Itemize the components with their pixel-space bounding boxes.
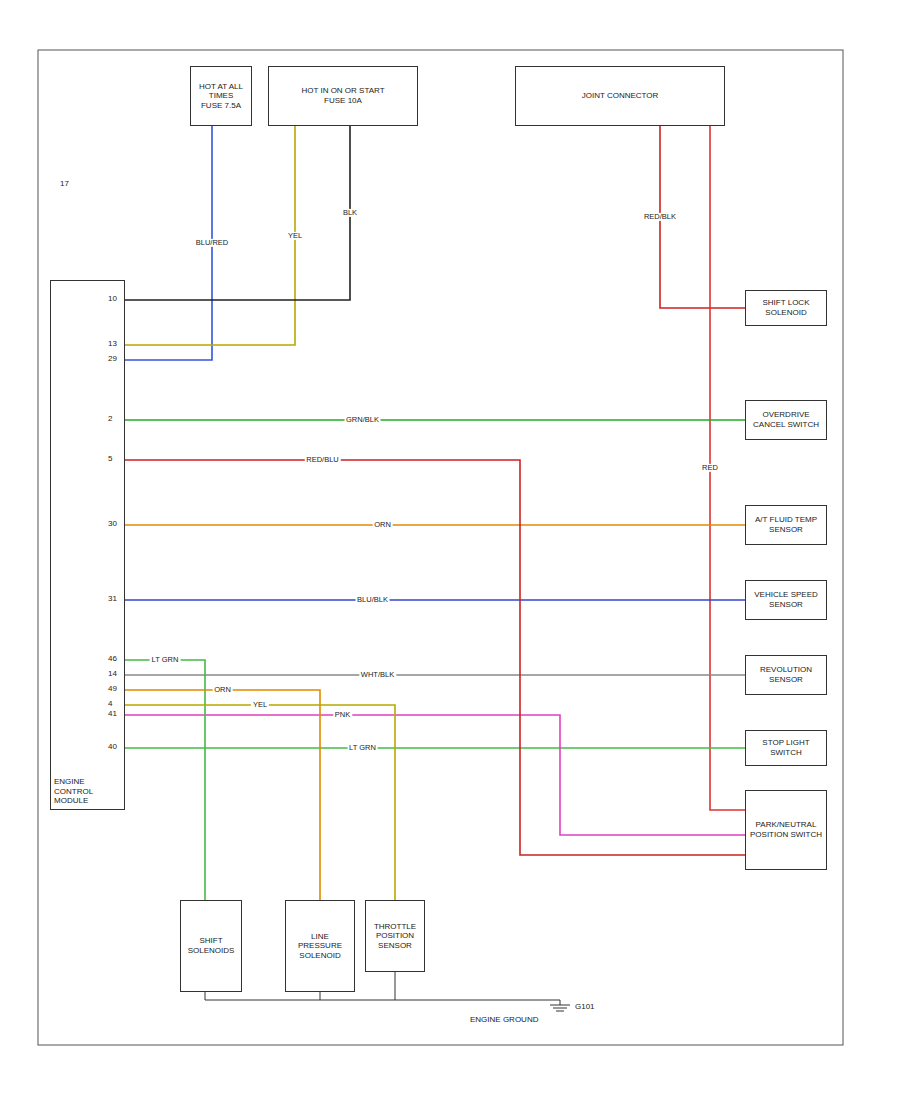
node-text: STOP LIGHT SWITCH xyxy=(749,738,823,757)
wire xyxy=(125,690,320,900)
node-text: HOT IN ON OR START xyxy=(301,86,384,96)
wire-color: RED/BLU xyxy=(304,456,341,464)
wire-color: ORN xyxy=(372,521,393,529)
pin-number: 5 xyxy=(108,455,112,464)
wire-color: PNK xyxy=(333,711,352,719)
switch-box: OVERDRIVE CANCEL SWITCH xyxy=(745,400,827,440)
pin-number: 40 xyxy=(108,743,117,752)
wire-color: RED xyxy=(700,464,720,472)
joint-connector: JOINT CONNECTOR xyxy=(515,66,725,126)
solenoid-box: LINE PRESSURE SOLENOID xyxy=(285,900,355,992)
wire xyxy=(125,419,745,421)
node-text: FUSE 10A xyxy=(324,96,362,106)
pin-number: 30 xyxy=(108,520,117,529)
pin-number: 49 xyxy=(108,685,117,694)
node-text: LINE PRESSURE SOLENOID xyxy=(289,932,351,961)
wire-color: LT GRN xyxy=(150,656,181,664)
sensor-box: REVOLUTION SENSOR xyxy=(745,655,827,695)
wire-color: BLK xyxy=(341,209,359,217)
wire-color: GRN/BLK xyxy=(344,416,381,424)
node-text: FUSE 7.5A xyxy=(201,101,241,111)
solenoid-box: SHIFT SOLENOIDS xyxy=(180,900,242,992)
wire-color: YEL xyxy=(286,231,304,239)
switch-box: STOP LIGHT SWITCH xyxy=(745,730,827,766)
fuse-box: HOT AT ALL TIMESFUSE 7.5A xyxy=(190,66,252,126)
node-text: PARK/NEUTRAL POSITION SWITCH xyxy=(749,820,823,839)
node-text: REVOLUTION SENSOR xyxy=(749,665,823,684)
wire-color: YEL xyxy=(251,701,269,709)
node-text: HOT AT ALL TIMES xyxy=(194,82,248,101)
fuse-box: HOT IN ON OR STARTFUSE 10A xyxy=(268,66,418,126)
wire xyxy=(125,747,745,749)
node-text: THROTTLE POSITION SENSOR xyxy=(369,922,421,951)
pin-number: 2 xyxy=(108,415,112,424)
wire-color: WHT/BLK xyxy=(359,671,396,679)
sensor-box: A/T FLUID TEMP SENSOR xyxy=(745,505,827,545)
frame-border xyxy=(38,50,843,1045)
pin-number: 29 xyxy=(108,355,117,364)
wire xyxy=(125,599,745,601)
wire-color: BLU/BLK xyxy=(355,596,390,604)
ground-id: G101 xyxy=(575,1003,595,1012)
wire xyxy=(125,460,745,855)
pin-number: 46 xyxy=(108,655,117,664)
pin-number: 31 xyxy=(108,595,117,604)
wire xyxy=(125,674,745,676)
wire xyxy=(125,524,745,526)
solenoid-box: SHIFT LOCK SOLENOID xyxy=(745,290,827,326)
node-text: SHIFT SOLENOIDS xyxy=(184,936,238,955)
pin-number: 17 xyxy=(60,180,69,189)
wire xyxy=(125,126,350,300)
pin-number: 14 xyxy=(108,670,117,679)
pin-number: 4 xyxy=(108,700,112,709)
sensor-box: VEHICLE SPEED SENSOR xyxy=(745,580,827,620)
node-text: VEHICLE SPEED SENSOR xyxy=(749,590,823,609)
ground-label: ENGINE GROUND xyxy=(470,1016,538,1025)
node-text: JOINT CONNECTOR xyxy=(582,91,659,101)
pin-number: 41 xyxy=(108,710,117,719)
sensor-box: THROTTLE POSITION SENSOR xyxy=(365,900,425,972)
wire xyxy=(125,705,395,900)
wire xyxy=(125,660,205,900)
node-text: A/T FLUID TEMP SENSOR xyxy=(749,515,823,534)
ground-wires xyxy=(205,972,570,1011)
node-text: OVERDRIVE CANCEL SWITCH xyxy=(749,410,823,429)
node-text: SHIFT LOCK SOLENOID xyxy=(749,298,823,317)
wire xyxy=(125,715,745,835)
wire-color: ORN xyxy=(212,686,233,694)
wire-color: RED/BLK xyxy=(642,213,678,221)
pin-number: 13 xyxy=(108,340,117,349)
wire-color: BLU/RED xyxy=(194,239,231,247)
node-text: ENGINE CONTROL MODULE xyxy=(54,777,121,806)
wire xyxy=(125,126,295,345)
switch-box: PARK/NEUTRAL POSITION SWITCH xyxy=(745,790,827,870)
pin-number: 10 xyxy=(108,295,117,304)
wire-color: LT GRN xyxy=(347,744,378,752)
